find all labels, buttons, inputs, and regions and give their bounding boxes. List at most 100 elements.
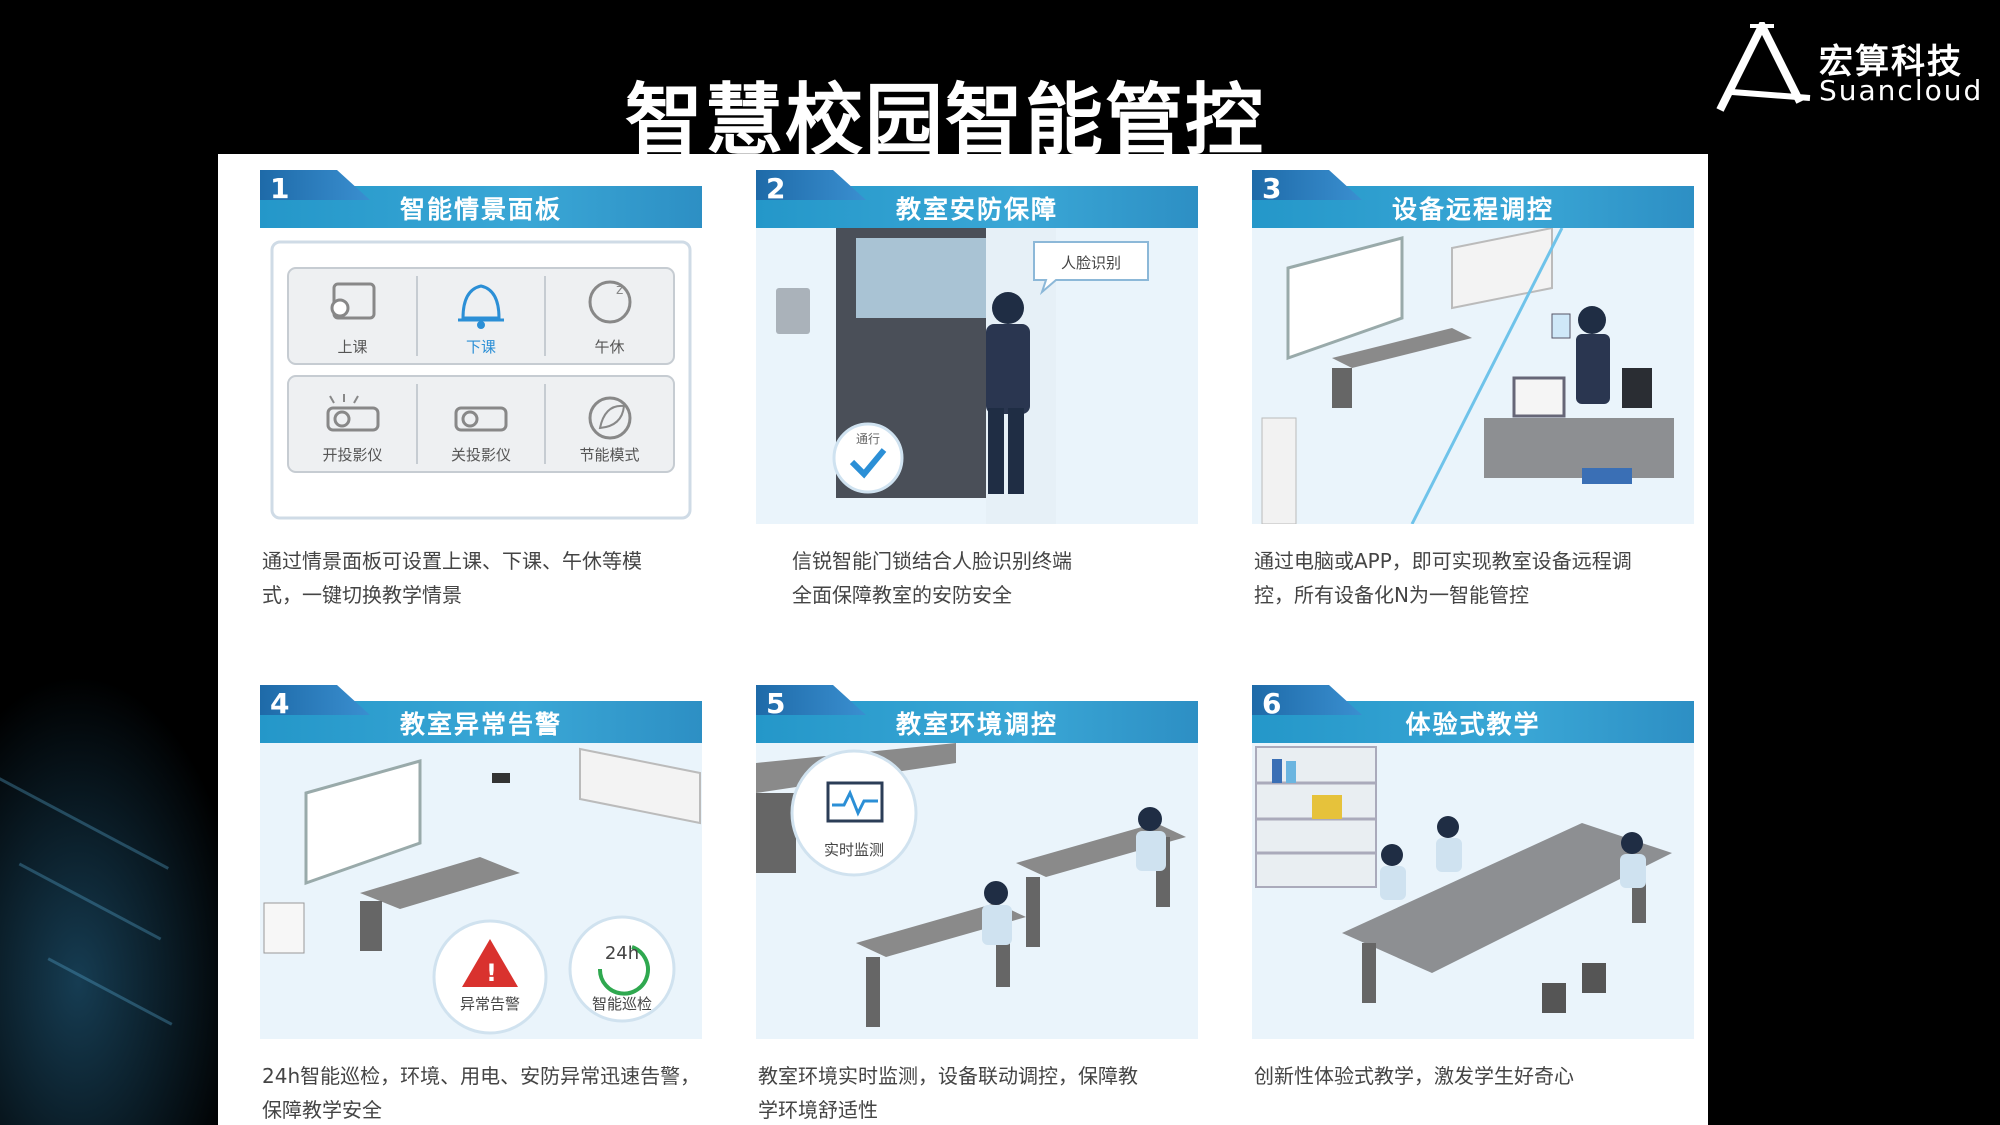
student-icon <box>1381 844 1403 866</box>
card-reader-icon <box>776 288 810 334</box>
content-panel: 1 智能情景面板 <box>218 154 1708 1125</box>
company-logo: 宏算科技 Suancloud <box>1712 22 1982 118</box>
card-environment-control: 5 教室环境调控 实时监测 <box>756 685 1198 1125</box>
card-header: 5 教室环境调控 <box>756 685 1198 745</box>
card-illustration: ! 异常告警 智能巡检 24h <box>260 743 702 1039</box>
card-illustration <box>1252 743 1694 1039</box>
card-number: 5 <box>766 687 786 720</box>
card-number: 4 <box>270 687 290 720</box>
page-title: 智慧校园智能管控 <box>624 76 1265 166</box>
person-icon <box>992 292 1024 324</box>
card-classroom-alarm: 4 教室异常告警 ! 异常告警 智能巡检 24h 24h智能巡检，环境、用电 <box>260 685 702 1125</box>
inspection-badge <box>568 915 676 1023</box>
environment-illustration <box>756 743 1186 1027</box>
chair-icon <box>1582 963 1606 993</box>
meeting-table <box>1342 823 1672 973</box>
projector-off-icon <box>454 406 508 432</box>
card-number: 1 <box>270 172 290 205</box>
description-line: 创新性体验式教学，激发学生好奇心 <box>1254 1064 1574 1088</box>
student-icon <box>984 881 1008 905</box>
class-start-icon <box>330 282 376 320</box>
scene-button-class-start[interactable]: 上课 <box>337 338 368 356</box>
card-header: 3 设备远程调控 <box>1252 170 1694 230</box>
card-description: 创新性体验式教学，激发学生好奇心 <box>1252 1059 1694 1093</box>
card-number: 6 <box>1262 687 1282 720</box>
card-title: 教室安防保障 <box>895 195 1058 224</box>
card-header: 1 智能情景面板 <box>260 170 702 230</box>
scene-button-projector-on[interactable]: 开投影仪 <box>322 446 383 464</box>
card-title: 智能情景面板 <box>399 195 562 224</box>
nap-moon-icon: z <box>588 280 632 324</box>
student-icon <box>1437 816 1459 838</box>
svg-text:!: ! <box>486 959 497 987</box>
logo-mark-icon <box>1716 22 1811 112</box>
card-description: 24h智能巡检，环境、用电、安防异常迅速告警， 保障教学安全 <box>260 1059 702 1125</box>
background-glow <box>0 650 260 1125</box>
card-number: 3 <box>1262 172 1282 205</box>
face-recognition-label: 人脸识别 <box>1060 254 1121 272</box>
scene-button-energy-saving[interactable]: 节能模式 <box>579 446 640 464</box>
pass-badge <box>832 422 904 494</box>
check-icon <box>849 448 887 479</box>
logo-chinese-name: 宏算科技 <box>1819 42 1963 82</box>
card-illustration: z 上课 下课 午休 <box>260 228 702 524</box>
card-remote-device-control: 3 设备远程调控 通过电脑或APP，即可实现教室设备远程调 控 <box>1252 170 1694 612</box>
scene-panel-illustration: z <box>270 240 692 520</box>
svg-text:z: z <box>616 282 623 298</box>
pass-label: 通行 <box>855 432 880 446</box>
description-line: 通过情景面板可设置上课、下课、午休等模 <box>262 549 642 573</box>
card-description: 通过情景面板可设置上课、下课、午休等模 式，一键切换教学情景 <box>260 544 702 612</box>
window-blind <box>579 747 701 825</box>
realtime-monitor-label: 实时监测 <box>823 841 884 859</box>
card-header: 4 教室异常告警 <box>260 685 702 745</box>
description-line: 信锐智能门锁结合人脸识别终端 <box>792 549 1072 573</box>
teaching-illustration <box>1255 746 1672 1013</box>
card-header: 6 体验式教学 <box>1252 685 1694 745</box>
speaker-icon <box>263 902 305 954</box>
leaf-icon <box>588 396 632 440</box>
card-description: 教室环境实时监测，设备联动调控，保障教 学环境舒适性 <box>756 1059 1198 1125</box>
warning-triangle-icon <box>462 939 518 987</box>
24h-label: 24h <box>604 943 640 964</box>
scene-button-nap[interactable]: 午休 <box>594 338 625 356</box>
card-header: 2 教室安防保障 <box>756 170 1198 230</box>
scene-button-projector-off[interactable]: 关投影仪 <box>450 446 511 464</box>
whiteboard <box>1286 236 1404 361</box>
card-illustration <box>1252 228 1694 524</box>
alarm-label: 异常告警 <box>459 995 520 1013</box>
card-title: 教室异常告警 <box>399 710 562 739</box>
card-experiential-teaching: 6 体验式教学 <box>1252 685 1694 1093</box>
description-line: 式，一键切换教学情景 <box>262 583 462 607</box>
card-description: 信锐智能门锁结合人脸识别终端 全面保障教室的安防安全 <box>756 544 1198 612</box>
person-icon <box>1578 306 1606 334</box>
whiteboard <box>304 759 422 886</box>
description-line: 通过电脑或APP，即可实现教室设备远程调 <box>1254 549 1632 573</box>
scene-button-class-end[interactable]: 下课 <box>465 338 496 356</box>
bell-icon <box>458 284 504 329</box>
card-title: 体验式教学 <box>1405 710 1541 739</box>
tablet-icon <box>1551 313 1571 339</box>
cycle-icon <box>597 945 650 996</box>
description-line: 学环境舒适性 <box>758 1098 878 1122</box>
logo-english-name: Suancloud <box>1819 74 1984 107</box>
card-description: 通过电脑或APP，即可实现教室设备远程调 控，所有设备化N为一智能管控 <box>1252 544 1694 612</box>
speech-bubble <box>1033 241 1149 296</box>
chair-icon <box>1542 983 1566 1013</box>
description-line: 控，所有设备化N为一智能管控 <box>1254 583 1529 607</box>
card-number: 2 <box>766 172 786 205</box>
security-door-illustration <box>776 228 1149 524</box>
description-line: 教室环境实时监测，设备联动调控，保障教 <box>758 1064 1138 1088</box>
office-chair <box>1582 468 1632 484</box>
remote-control-illustration <box>1261 228 1674 524</box>
card-illustration: 人脸识别 通行 <box>756 228 1198 524</box>
card-title: 教室环境调控 <box>895 710 1058 739</box>
student-icon <box>1138 807 1162 831</box>
student-icon <box>1621 832 1643 854</box>
pc-tower-icon <box>1622 368 1652 408</box>
card-title: 设备远程调控 <box>1391 195 1554 224</box>
description-line: 保障教学安全 <box>262 1098 382 1122</box>
window-blind <box>1451 228 1553 310</box>
card-classroom-security: 2 教室安防保障 人脸识别 通行 信锐智能门锁结合人脸识别终端 全面保障教 <box>756 170 1198 612</box>
inspection-label: 智能巡检 <box>591 995 652 1013</box>
description-line: 24h智能巡检，环境、用电、安防异常迅速告警， <box>262 1064 701 1088</box>
